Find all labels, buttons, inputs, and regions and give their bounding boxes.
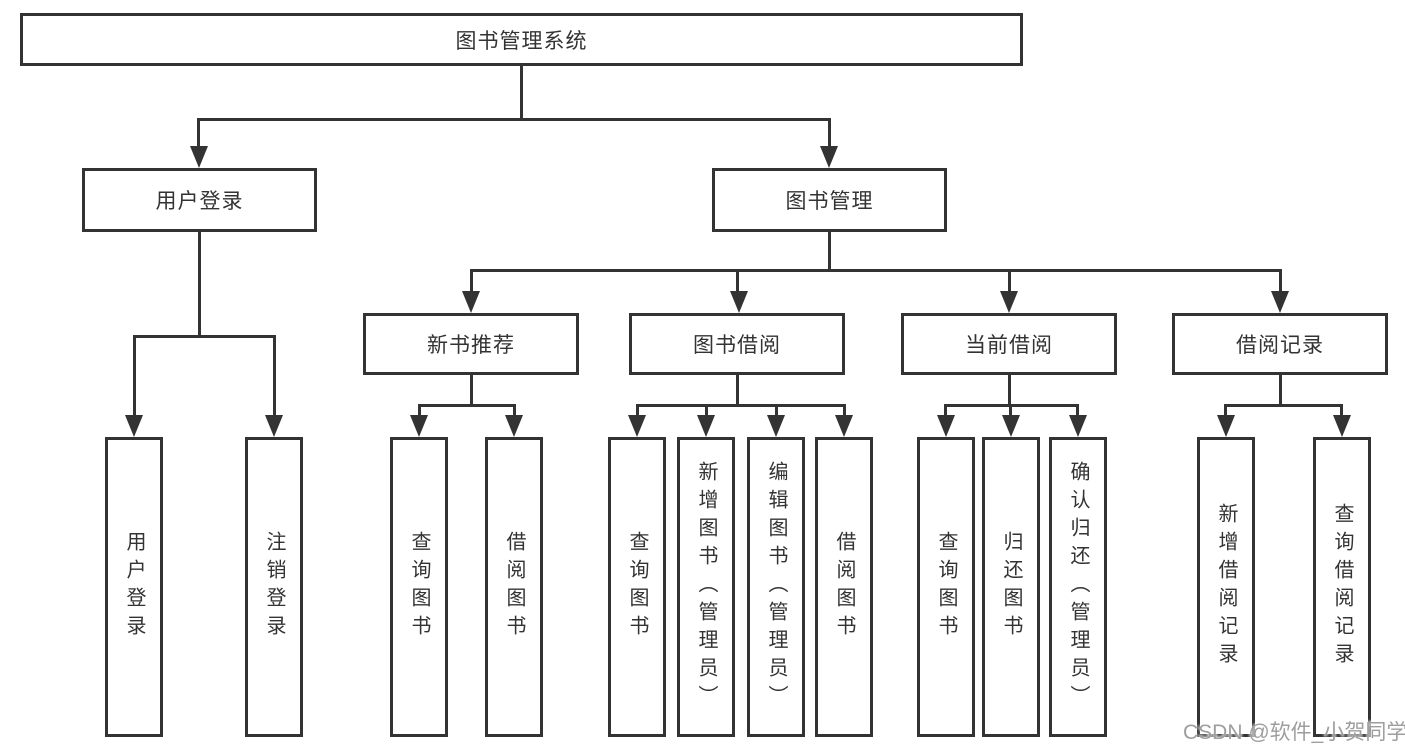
connector-user-login-trunk bbox=[198, 232, 201, 337]
leaf-confirm-return-admin: 确认归还（管理员） bbox=[1049, 437, 1107, 737]
leaf-logout: 注销登录 bbox=[245, 437, 303, 737]
connector-book-management-trunk bbox=[828, 232, 831, 271]
connector-stem-leaf bbox=[843, 404, 846, 415]
leaf-query-borrow-record-label: 查询借阅记录 bbox=[1331, 503, 1353, 671]
connector-borrow-records-trunk bbox=[1279, 375, 1282, 406]
node-user-login-label: 用户登录 bbox=[155, 190, 244, 213]
node-borrow-records: 借阅记录 bbox=[1172, 313, 1388, 375]
arrowhead-down-icon bbox=[628, 415, 646, 437]
node-current-borrow-label: 当前借阅 bbox=[965, 334, 1053, 357]
arrowhead-down-icon bbox=[1069, 415, 1087, 437]
connector-stem-new-book bbox=[470, 269, 473, 291]
leaf-edit-book-admin-label: 编辑图书（管理员） bbox=[765, 461, 787, 713]
connector-stem-leaf bbox=[1076, 404, 1079, 415]
leaf-add-borrow-record-label: 新增借阅记录 bbox=[1215, 503, 1237, 671]
connector-stem-leaf bbox=[1009, 404, 1012, 415]
arrowhead-down-icon bbox=[1333, 415, 1351, 437]
connector-book-borrow-trunk bbox=[736, 375, 739, 406]
connector-stem-leaf bbox=[636, 404, 639, 415]
leaf-add-book-admin-label: 新增图书（管理员） bbox=[695, 461, 717, 713]
node-library-system: 图书管理系统 bbox=[20, 13, 1023, 66]
node-book-management-label: 图书管理 bbox=[785, 190, 874, 213]
leaf-borrow-book-label: 借阅图书 bbox=[833, 531, 855, 643]
leaf-query-book-recommend: 查询图书 bbox=[390, 437, 448, 737]
connector-borrow-records-distributor bbox=[1224, 404, 1343, 407]
leaf-return-book: 归还图书 bbox=[982, 437, 1040, 737]
leaf-add-borrow-record: 新增借阅记录 bbox=[1197, 437, 1255, 737]
leaf-query-book-borrow-label: 查询图书 bbox=[626, 531, 648, 643]
node-new-book-recommend: 新书推荐 bbox=[363, 313, 579, 375]
arrowhead-down-icon bbox=[265, 415, 283, 437]
connector-stem-leaf bbox=[944, 404, 947, 415]
arrowhead-down-icon bbox=[125, 415, 143, 437]
connector-stem-leaf bbox=[1340, 404, 1343, 415]
node-new-book-recommend-label: 新书推荐 bbox=[427, 334, 515, 357]
leaf-user-login-label: 用户登录 bbox=[123, 531, 145, 643]
connector-stem-book-management bbox=[828, 118, 831, 146]
connector-user-login-distributor bbox=[133, 335, 275, 338]
leaf-query-book-borrow: 查询图书 bbox=[608, 437, 666, 737]
connector-level3-distributor bbox=[470, 269, 1281, 272]
node-borrow-records-label: 借阅记录 bbox=[1236, 334, 1324, 357]
node-library-system-label: 图书管理系统 bbox=[455, 29, 588, 53]
csdn-watermark: CSDN @软件_小贺同学 bbox=[1183, 721, 1405, 744]
leaf-query-borrow-record: 查询借阅记录 bbox=[1313, 437, 1371, 737]
leaf-borrow-book-recommend-label: 借阅图书 bbox=[503, 531, 525, 643]
arrowhead-down-icon bbox=[1000, 291, 1018, 313]
connector-stem-borrow bbox=[736, 269, 739, 291]
arrowhead-down-icon bbox=[697, 415, 715, 437]
node-current-borrow: 当前借阅 bbox=[901, 313, 1117, 375]
connector-stem-current bbox=[1008, 269, 1011, 291]
arrowhead-down-icon bbox=[767, 415, 785, 437]
connector-new-book-distributor bbox=[418, 404, 515, 407]
connector-stem-user-login bbox=[197, 118, 200, 146]
arrowhead-down-icon bbox=[820, 146, 838, 168]
leaf-edit-book-admin: 编辑图书（管理员） bbox=[747, 437, 805, 737]
arrowhead-down-icon bbox=[1217, 415, 1235, 437]
connector-current-borrow-trunk bbox=[1008, 375, 1011, 406]
leaf-logout-label: 注销登录 bbox=[263, 531, 285, 643]
connector-stem-leaf bbox=[705, 404, 708, 415]
connector-level2-distributor bbox=[197, 118, 831, 121]
arrowhead-down-icon bbox=[1002, 415, 1020, 437]
arrowhead-down-icon bbox=[505, 415, 523, 437]
leaf-add-book-admin: 新增图书（管理员） bbox=[677, 437, 735, 737]
connector-stem-leaf bbox=[1224, 404, 1227, 415]
node-user-login: 用户登录 bbox=[82, 168, 317, 232]
connector-stem-leaf bbox=[418, 404, 421, 415]
connector-stem-leaf bbox=[133, 335, 136, 415]
leaf-user-login: 用户登录 bbox=[105, 437, 163, 737]
arrowhead-down-icon bbox=[1271, 291, 1289, 313]
leaf-query-book-recommend-label: 查询图书 bbox=[408, 531, 430, 643]
connector-stem-records bbox=[1279, 269, 1282, 291]
node-book-management: 图书管理 bbox=[712, 168, 947, 232]
arrowhead-down-icon bbox=[190, 146, 208, 168]
leaf-query-book-current: 查询图书 bbox=[917, 437, 975, 737]
arrowhead-down-icon bbox=[937, 415, 955, 437]
connector-stem-leaf bbox=[513, 404, 516, 415]
arrowhead-down-icon bbox=[835, 415, 853, 437]
connector-stem-leaf bbox=[273, 335, 276, 415]
arrowhead-down-icon bbox=[730, 291, 748, 313]
connector-new-book-trunk bbox=[470, 375, 473, 406]
arrowhead-down-icon bbox=[410, 415, 428, 437]
leaf-query-book-current-label: 查询图书 bbox=[935, 531, 957, 643]
connector-root-trunk bbox=[520, 66, 523, 119]
connector-stem-leaf bbox=[775, 404, 778, 415]
leaf-confirm-return-admin-label: 确认归还（管理员） bbox=[1067, 461, 1089, 713]
connector-book-borrow-distributor bbox=[636, 404, 845, 407]
leaf-return-book-label: 归还图书 bbox=[1000, 531, 1022, 643]
leaf-borrow-book-recommend: 借阅图书 bbox=[485, 437, 543, 737]
node-book-borrow-label: 图书借阅 bbox=[693, 334, 781, 357]
node-book-borrow: 图书借阅 bbox=[629, 313, 845, 375]
leaf-borrow-book: 借阅图书 bbox=[815, 437, 873, 737]
arrowhead-down-icon bbox=[462, 291, 480, 313]
